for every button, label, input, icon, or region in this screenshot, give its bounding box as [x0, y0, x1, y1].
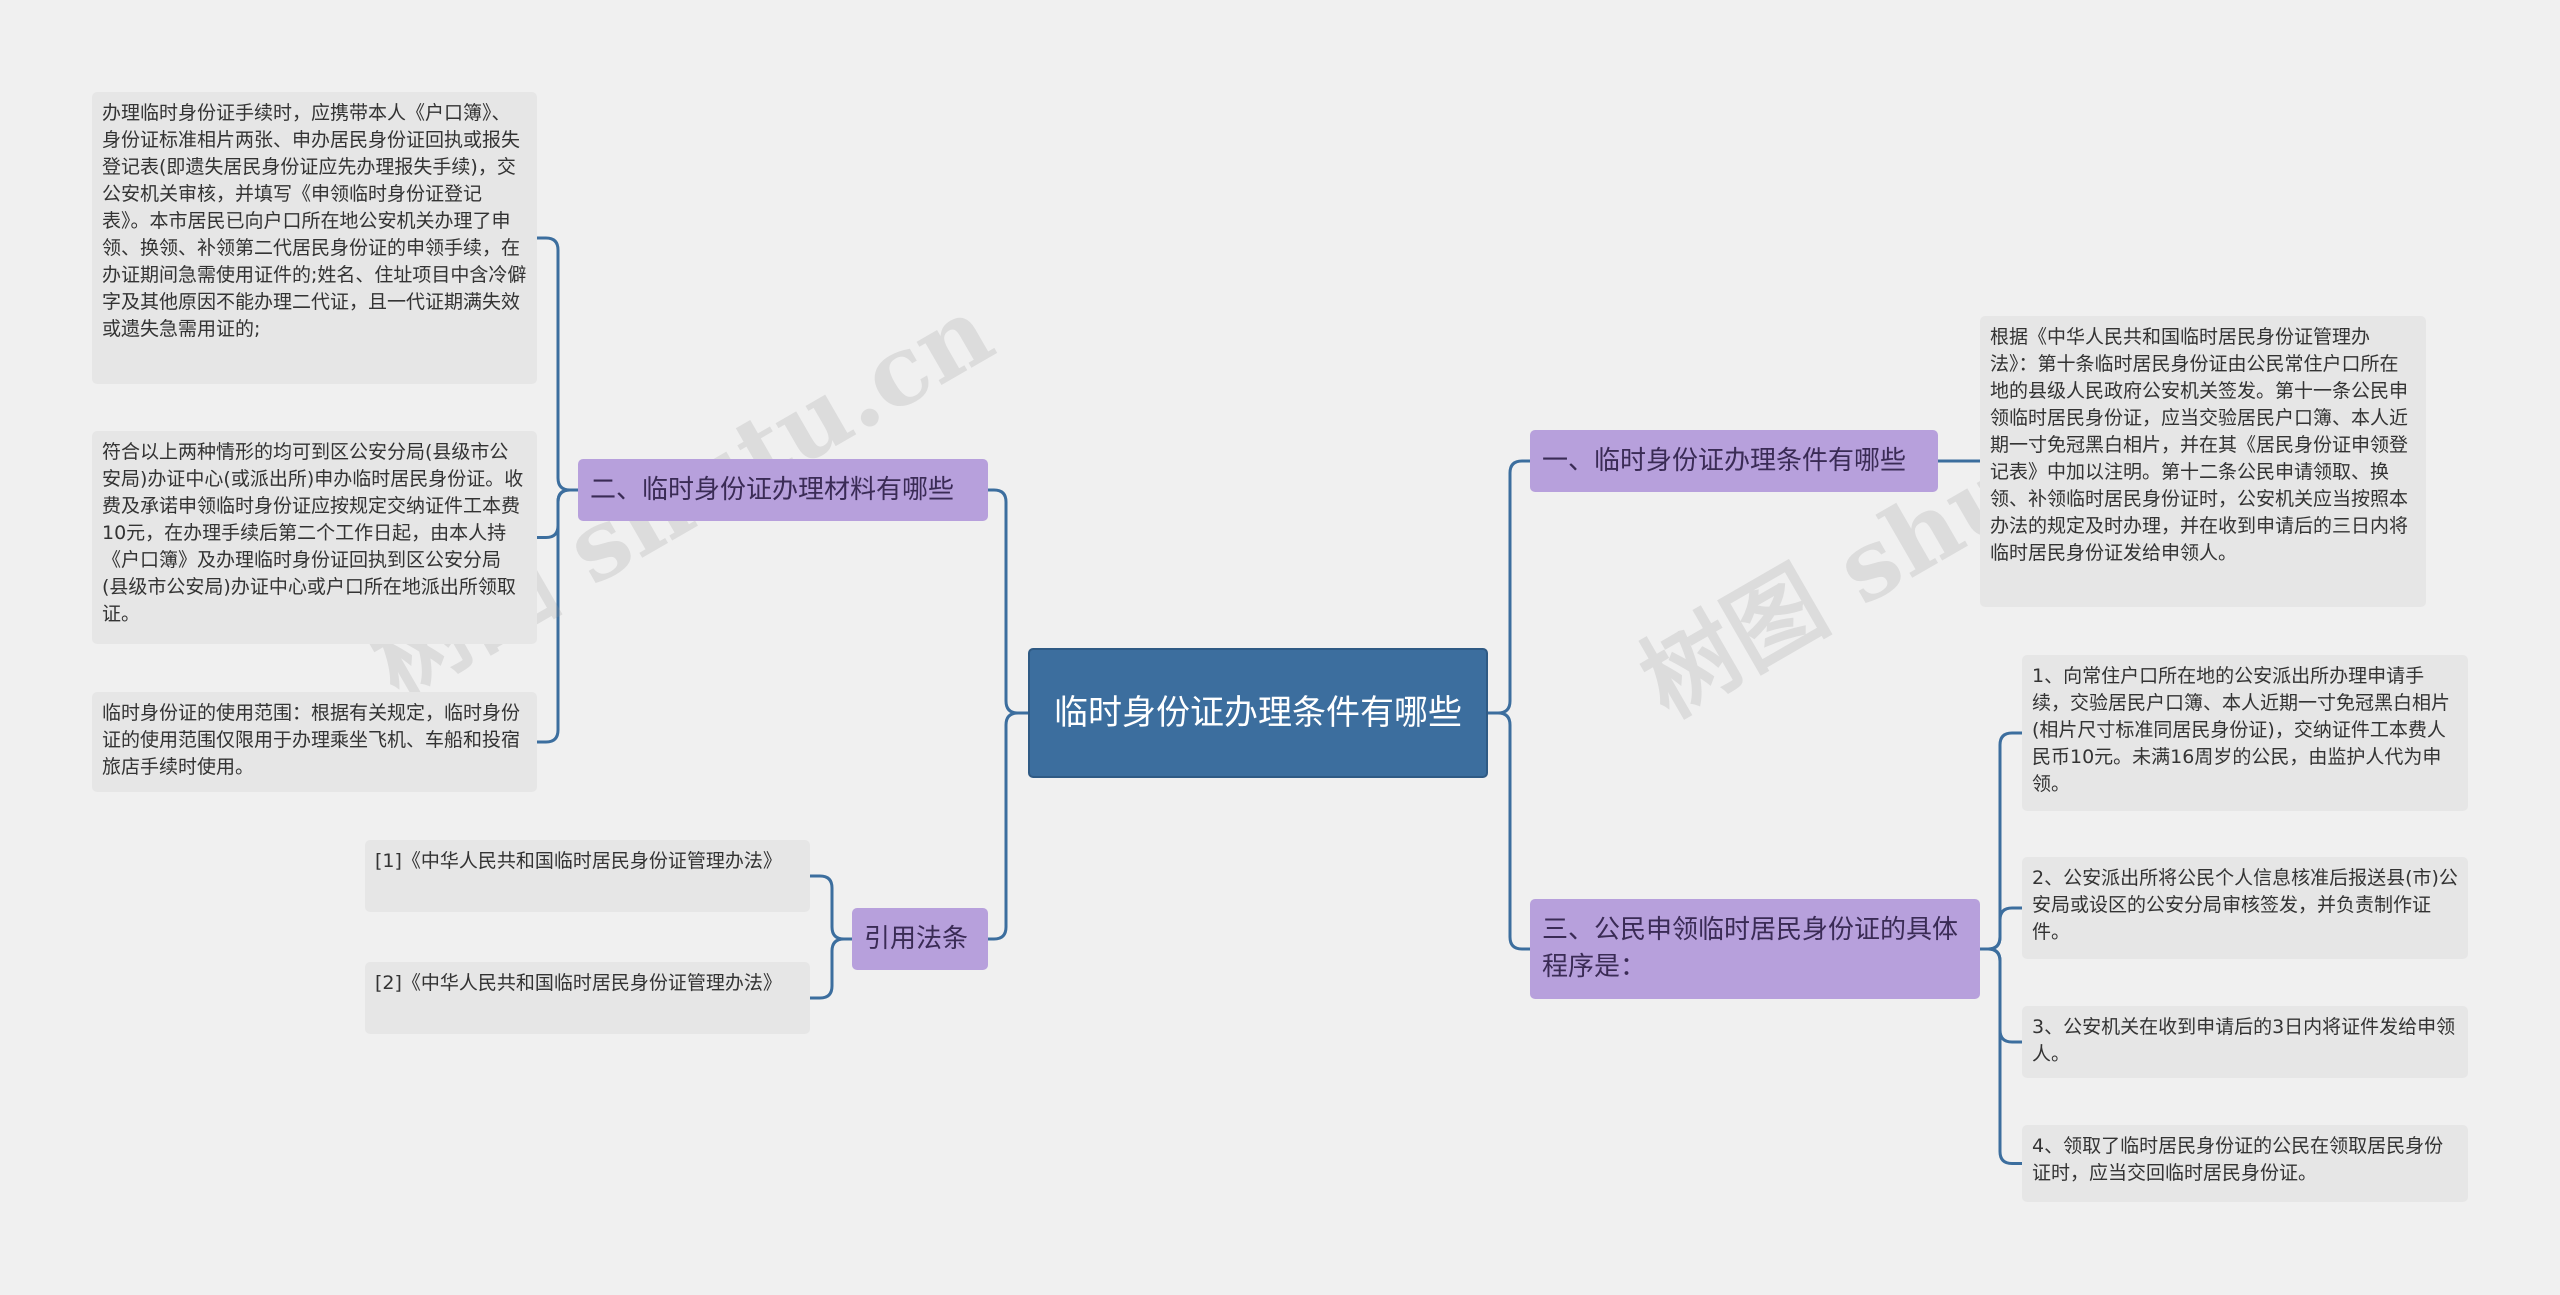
leaf-citation[interactable]: [1]《中华人民共和国临时居民身份证管理办法》	[365, 840, 810, 912]
leaf-note[interactable]: 符合以上两种情形的均可到区公安分局(县级市公安局)办证中心(或派出所)申办临时居…	[92, 431, 537, 644]
connector-line	[537, 236, 578, 492]
branch-topic-materials[interactable]: 二、临时身份证办理材料有哪些	[578, 459, 988, 521]
leaf-note[interactable]: 1、向常住户口所在地的公安派出所办理申请手续，交验居民户口簿、本人近期一寸免冠黑…	[2022, 655, 2468, 811]
root-topic[interactable]: 临时身份证办理条件有哪些	[1028, 648, 1488, 778]
connector-line	[988, 488, 1028, 715]
connector-line	[1488, 459, 1530, 715]
branch-topic-citations[interactable]: 引用法条	[852, 908, 988, 970]
branch-topic-procedure[interactable]: 三、公民申领临时居民身份证的具体程序是：	[1530, 899, 1980, 999]
connector-line	[537, 488, 578, 744]
connector-line	[1980, 906, 2022, 951]
branch-topic-conditions[interactable]: 一、临时身份证办理条件有哪些	[1530, 430, 1938, 492]
leaf-citation[interactable]: [2]《中华人民共和国临时居民身份证管理办法》	[365, 962, 810, 1034]
connector-line	[1980, 947, 2022, 1165]
leaf-note[interactable]: 4、领取了临时居民身份证的公民在领取居民身份证时，应当交回临时居民身份证。	[2022, 1125, 2468, 1202]
leaf-note[interactable]: 办理临时身份证手续时，应携带本人《户口簿》、身份证标准相片两张、申办居民身份证回…	[92, 92, 537, 384]
connector-line	[988, 711, 1028, 941]
connector-line	[810, 937, 852, 1000]
leaf-note[interactable]: 根据《中华人民共和国临时居民身份证管理办法》：第十条临时居民身份证由公民常住户口…	[1980, 316, 2426, 607]
leaf-note[interactable]: 3、公安机关在收到申请后的3日内将证件发给申领人。	[2022, 1006, 2468, 1078]
leaf-note[interactable]: 2、公安派出所将公民个人信息核准后报送县(市)公安局或设区的公安分局审核签发，并…	[2022, 857, 2468, 959]
leaf-note[interactable]: 临时身份证的使用范围：根据有关规定，临时身份证的使用范围仅限用于办理乘坐飞机、车…	[92, 692, 537, 792]
connector-line	[810, 874, 852, 941]
connector-line	[1488, 711, 1530, 951]
